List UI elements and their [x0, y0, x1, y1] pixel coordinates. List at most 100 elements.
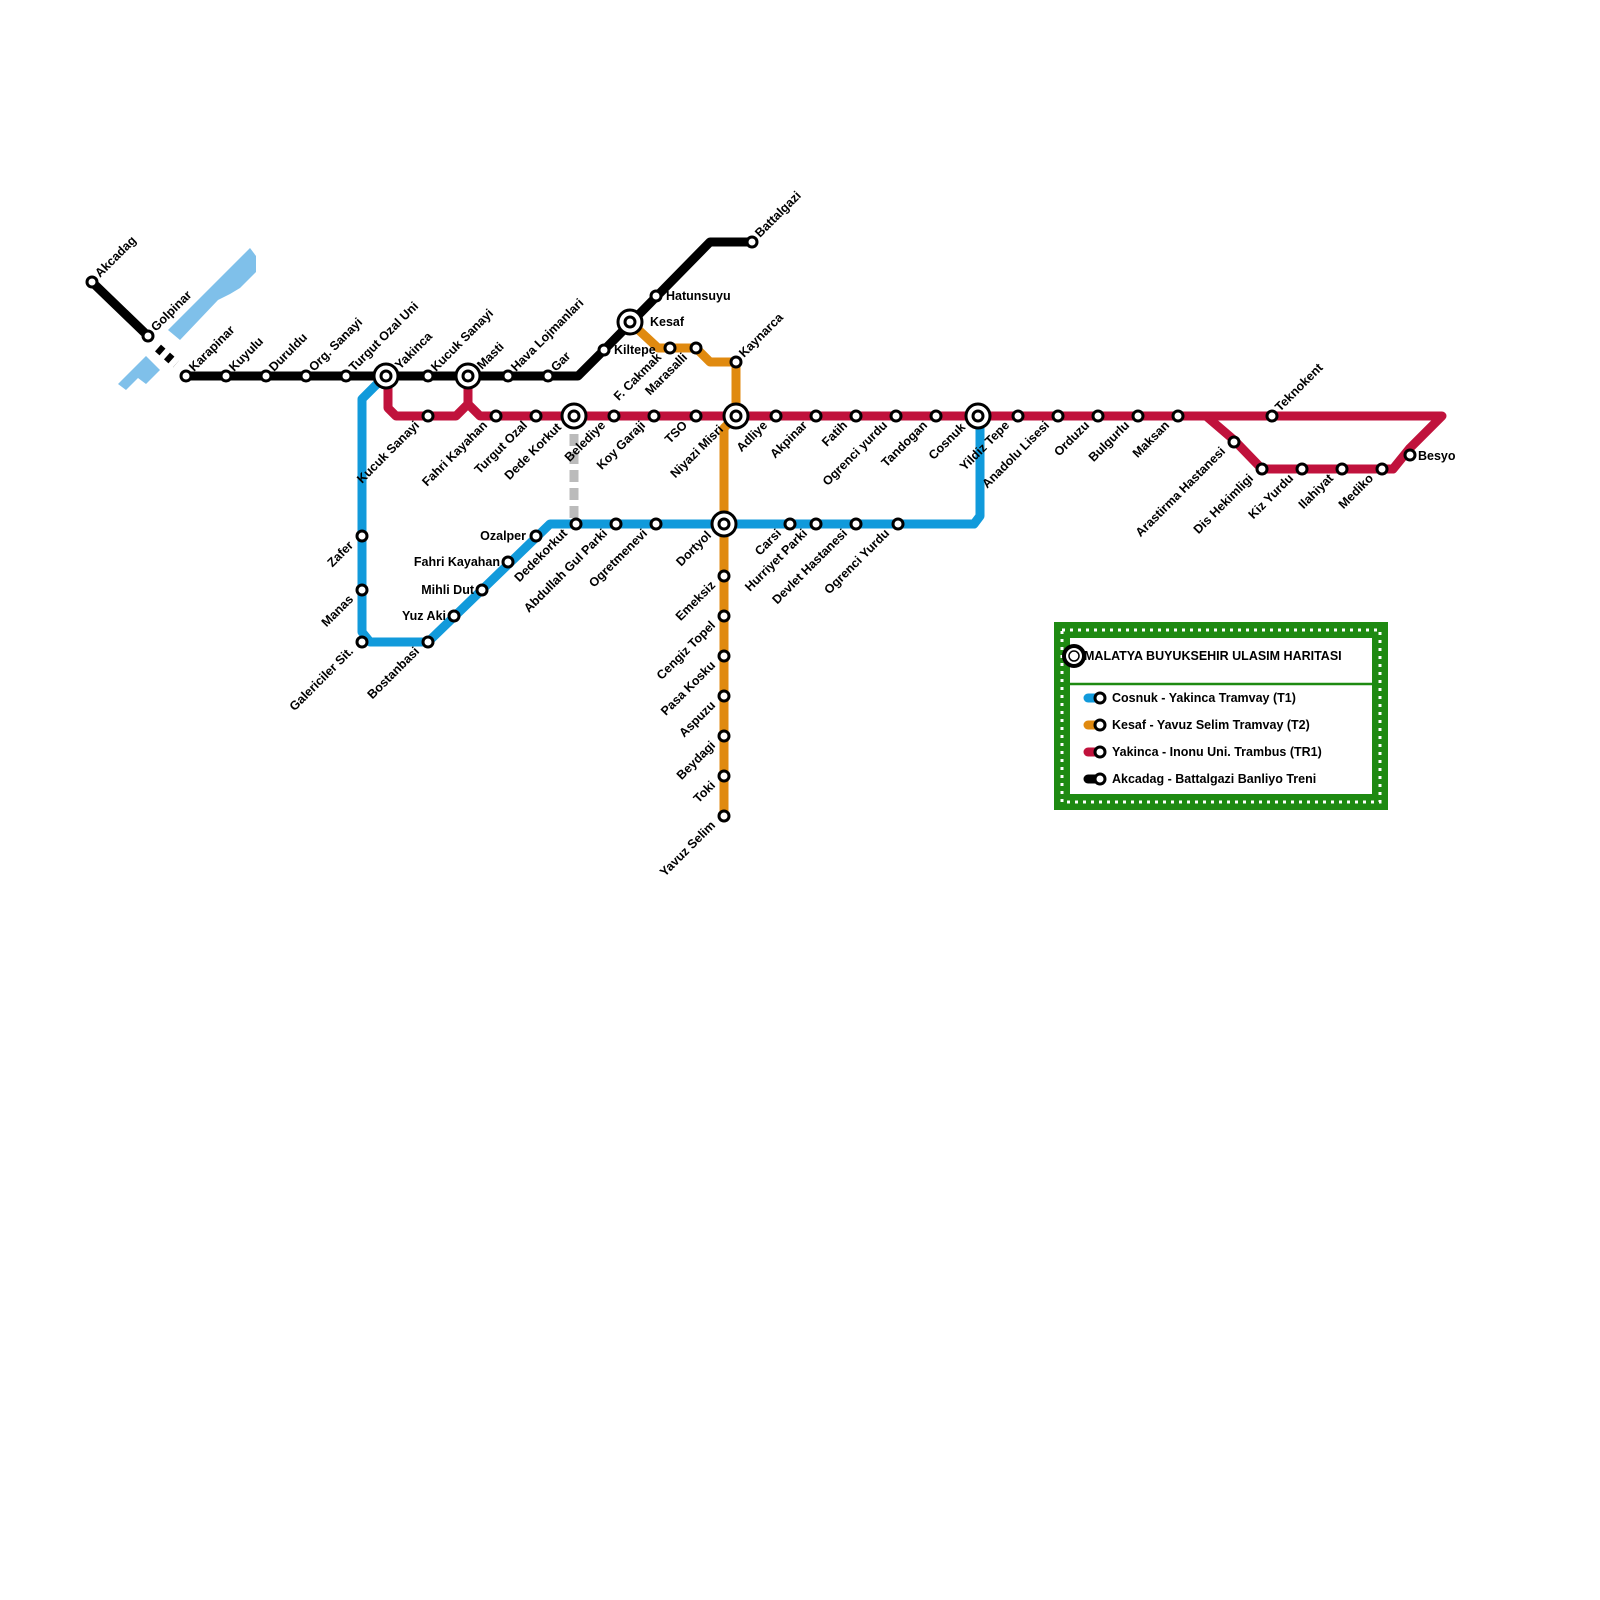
station-toki[interactable] — [717, 769, 731, 783]
station-akcadag[interactable] — [85, 275, 99, 289]
station-pasa-kosku[interactable] — [717, 649, 731, 663]
station-kesaf[interactable] — [616, 308, 644, 336]
station-org-sanayi[interactable] — [299, 369, 313, 383]
station-icon — [769, 409, 783, 423]
station-kuyulu[interactable] — [219, 369, 233, 383]
station-label: Beydagi — [674, 738, 718, 782]
station-icon — [809, 409, 823, 423]
station-maksan[interactable] — [1171, 409, 1185, 423]
legend: MALATYA BUYUKSEHIR ULASIM HARITASI Cosnu… — [1054, 622, 1388, 810]
station-abdullah-gul-parki[interactable] — [609, 517, 623, 531]
station-fatih[interactable] — [849, 409, 863, 423]
station-battalgazi[interactable] — [745, 235, 759, 249]
station-icon — [421, 409, 435, 423]
station-ilahiyat[interactable] — [1335, 462, 1349, 476]
station-label: Yuz Aki — [402, 609, 446, 623]
station-niyazi-misri[interactable] — [722, 402, 750, 430]
station-kucuk-sanayi[interactable] — [421, 409, 435, 423]
station-koy-garaji[interactable] — [647, 409, 661, 423]
station-cosnuk[interactable] — [964, 402, 992, 430]
station-karapinar[interactable] — [179, 369, 193, 383]
station-icon — [717, 729, 731, 743]
station-tandogan[interactable] — [929, 409, 943, 423]
station-dortyol[interactable] — [710, 510, 738, 538]
station-yildiz-tepe[interactable] — [1011, 409, 1025, 423]
station-hurriyet-parki[interactable] — [809, 517, 823, 531]
station-manas[interactable] — [355, 583, 369, 597]
legend-item-tr1: Yakinca - Inonu Uni. Trambus (TR1) — [1083, 745, 1322, 759]
station-icon — [85, 275, 99, 289]
station-hatunsuyu[interactable] — [649, 289, 663, 303]
station-icon — [1295, 462, 1309, 476]
station-ogretmenevi[interactable] — [649, 517, 663, 531]
stations — [85, 235, 1417, 823]
station-label: Ilahiyat — [1296, 471, 1337, 512]
station-yavuz-selim[interactable] — [717, 809, 731, 823]
station-icon — [717, 649, 731, 663]
station-besyo[interactable] — [1403, 448, 1417, 462]
station-golpinar[interactable] — [141, 329, 155, 343]
station-emeksiz[interactable] — [717, 569, 731, 583]
legend-station-icon — [1093, 691, 1107, 705]
line-t2 — [625, 317, 741, 823]
station-kucuk-sanayi[interactable] — [421, 369, 435, 383]
station-icon — [501, 555, 515, 569]
station-label: Gar — [548, 349, 573, 374]
station-tso[interactable] — [689, 409, 703, 423]
station-turgut-ozal[interactable] — [529, 409, 543, 423]
station-label: Fatih — [819, 418, 850, 449]
station-dede-korkut[interactable] — [560, 402, 588, 430]
station-icon — [849, 517, 863, 531]
station-orduzu[interactable] — [1091, 409, 1105, 423]
station-fahri-kayahan[interactable] — [489, 409, 503, 423]
station-adliye[interactable] — [769, 409, 783, 423]
station-kiz-yurdu[interactable] — [1295, 462, 1309, 476]
station-dis-hekimligi[interactable] — [1255, 462, 1269, 476]
station-yakinca[interactable] — [372, 362, 400, 390]
station-marasalli[interactable] — [689, 341, 703, 355]
station-bostanbasi[interactable] — [421, 635, 435, 649]
station-turgut-ozal-uni[interactable] — [339, 369, 353, 383]
station-zafer[interactable] — [355, 529, 369, 543]
station-mediko[interactable] — [1375, 462, 1389, 476]
station-label: Akcadag — [92, 233, 139, 280]
station-duruldu[interactable] — [259, 369, 273, 383]
station-masti[interactable] — [454, 362, 482, 390]
station-aspuzu[interactable] — [717, 689, 731, 703]
station-icon — [569, 517, 583, 531]
station-icon — [447, 609, 461, 623]
station-icon — [1375, 462, 1389, 476]
station-kaynarca[interactable] — [729, 355, 743, 369]
station-devlet-hastanesi[interactable] — [849, 517, 863, 531]
station-beydagi[interactable] — [717, 729, 731, 743]
station-teknokent[interactable] — [1265, 409, 1279, 423]
station-ogrenci-yurdu[interactable] — [891, 517, 905, 531]
station-kiltepe[interactable] — [597, 343, 611, 357]
station-carsi[interactable] — [783, 517, 797, 531]
legend-station-icon — [1093, 718, 1107, 732]
station-ozalper[interactable] — [529, 529, 543, 543]
station-icon — [355, 583, 369, 597]
station-f-cakmak[interactable] — [663, 341, 677, 355]
interchange-inner-icon — [567, 409, 581, 423]
station-dedekorkut[interactable] — [569, 517, 583, 531]
station-icon — [745, 235, 759, 249]
station-cengiz-topel[interactable] — [717, 609, 731, 623]
station-ogrenci-yurdu[interactable] — [889, 409, 903, 423]
station-label: Mihli Dut — [421, 583, 475, 597]
station-mihli-dut[interactable] — [475, 583, 489, 597]
station-label: Manas — [319, 592, 356, 629]
station-fahri-kayahan[interactable] — [501, 555, 515, 569]
station-galericiler-sit[interactable] — [355, 635, 369, 649]
station-gar[interactable] — [541, 369, 555, 383]
station-anadolu-lisesi[interactable] — [1051, 409, 1065, 423]
station-akpinar[interactable] — [809, 409, 823, 423]
station-bulgurlu[interactable] — [1131, 409, 1145, 423]
line-train-main — [181, 237, 757, 381]
station-arastirma-hastanesi[interactable] — [1227, 435, 1241, 449]
station-yuz-aki[interactable] — [447, 609, 461, 623]
station-icon — [597, 343, 611, 357]
interchange-inner-icon — [379, 369, 393, 383]
station-hava-lojmanlari[interactable] — [501, 369, 515, 383]
station-belediye[interactable] — [607, 409, 621, 423]
